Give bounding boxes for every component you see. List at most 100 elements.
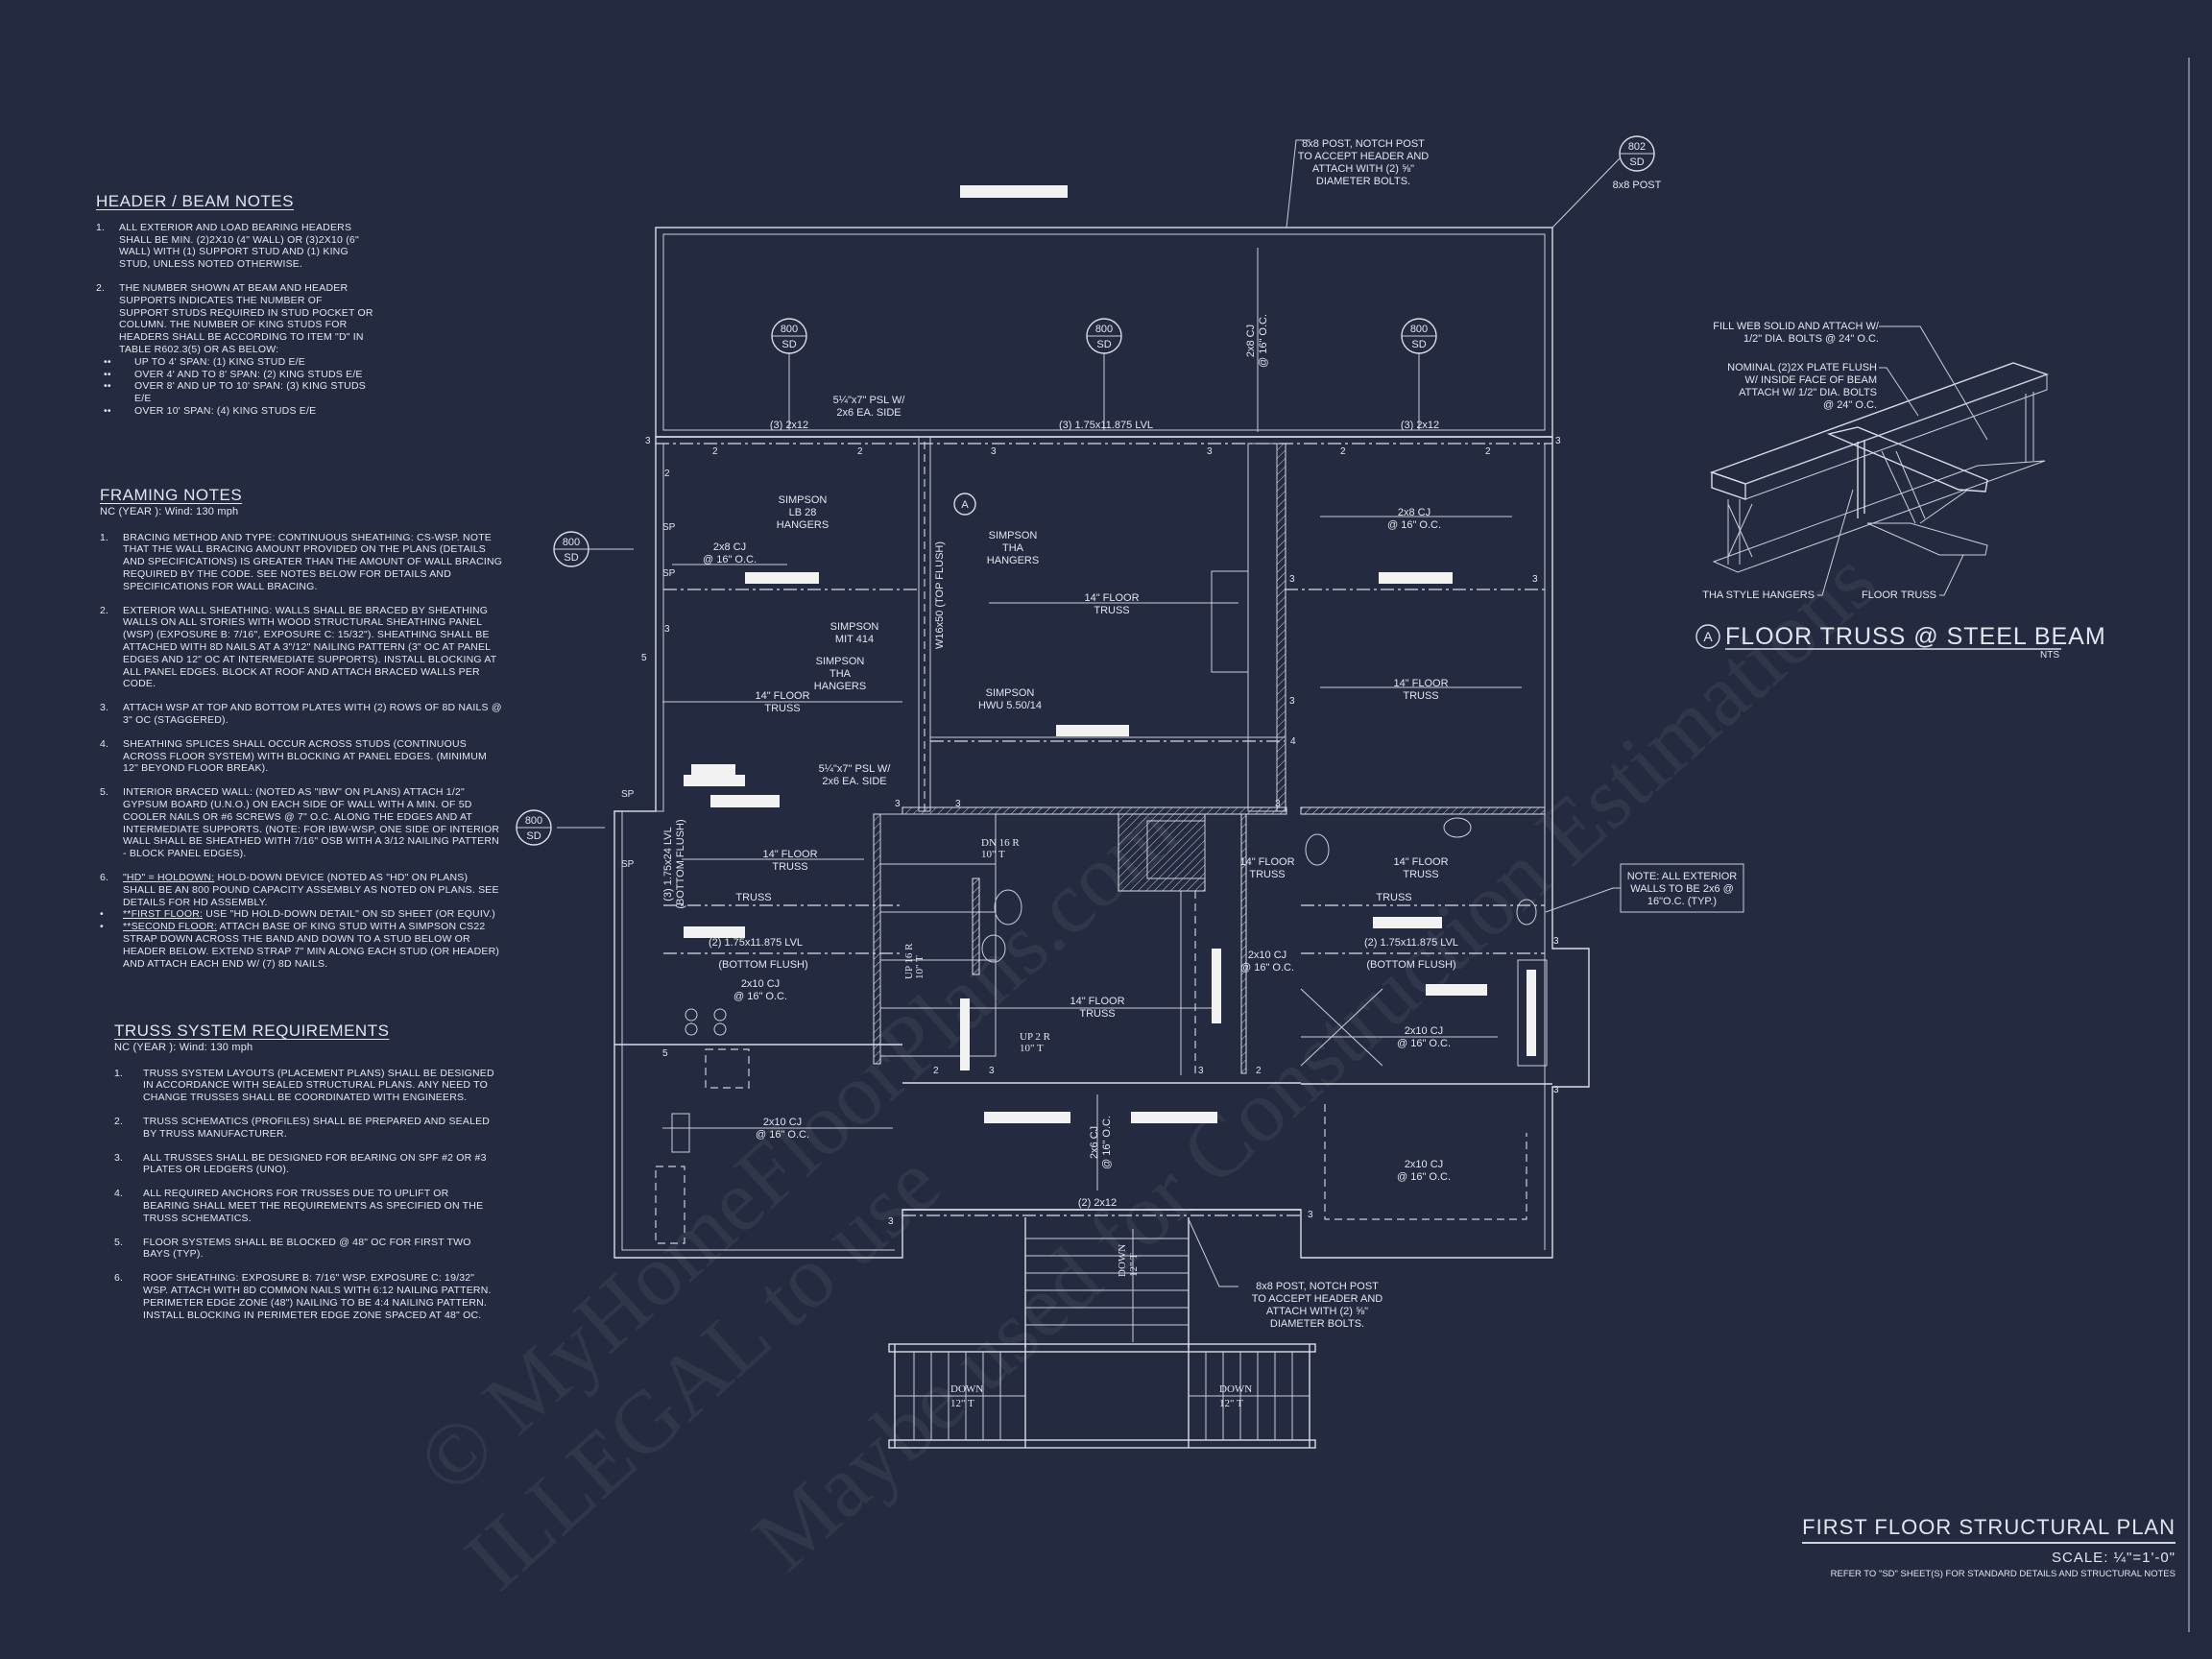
svg-text:@ 16" O.C.: @ 16" O.C. [1397, 1171, 1451, 1183]
svg-text:3: 3 [1553, 936, 1559, 947]
svg-text:2x6 EA. SIDE: 2x6 EA. SIDE [822, 776, 886, 787]
svg-text:DIAMETER BOLTS.: DIAMETER BOLTS. [1270, 1318, 1364, 1330]
note-text: ROOF SHEATHING: EXPOSURE B: 7/16" WSP. E… [143, 1272, 492, 1321]
svg-text:2x6 CJ: 2x6 CJ [1089, 1126, 1100, 1159]
svg-text:800: 800 [563, 537, 580, 548]
svg-text:TRUSS: TRUSS [1094, 605, 1129, 616]
svg-text:SD: SD [781, 339, 796, 350]
svg-text:TRUSS: TRUSS [772, 861, 807, 873]
svg-text:14" FLOOR: 14" FLOOR [1393, 856, 1448, 868]
svg-text:3: 3 [1275, 799, 1281, 809]
svg-text:@ 16" O.C.: @ 16" O.C. [1101, 1116, 1113, 1169]
svg-text:3: 3 [1532, 574, 1538, 585]
svg-text:3: 3 [1308, 1210, 1313, 1220]
truss-requirements-subtitle: NC (YEAR ): Wind: 130 mph [114, 1041, 253, 1053]
svg-text:2: 2 [1256, 1066, 1262, 1076]
svg-text:TRUSS: TRUSS [1376, 892, 1411, 903]
svg-text:FILL WEB SOLID AND ATTACH W/: FILL WEB SOLID AND ATTACH W/ [1713, 321, 1880, 332]
svg-text:@ 16" O.C.: @ 16" O.C. [756, 1129, 809, 1141]
svg-text:12" T: 12" T [1219, 1398, 1243, 1409]
svg-text:@ 16" O.C.: @ 16" O.C. [703, 554, 757, 565]
svg-text:3: 3 [1553, 1085, 1559, 1095]
note-bullet: OVER 10' SPAN: (4) KING STUDS E/E [134, 404, 317, 417]
svg-text:2x8 CJ: 2x8 CJ [1245, 325, 1257, 357]
svg-text:WALLS TO BE 2x6 @: WALLS TO BE 2x6 @ [1630, 883, 1734, 895]
top-post-note: 8x8 POST, NOTCH POST TO ACCEPT HEADER AN… [1286, 138, 1429, 228]
svg-text:W16x50 (TOP FLUSH): W16x50 (TOP FLUSH) [934, 541, 946, 649]
svg-text:5¼"x7" PSL W/: 5¼"x7" PSL W/ [833, 395, 906, 406]
svg-text:2x10 CJ: 2x10 CJ [1248, 950, 1286, 961]
detail-a-tag-circle [1695, 624, 1720, 649]
svg-text:5: 5 [662, 1048, 668, 1059]
svg-text:HWU 5.50/14: HWU 5.50/14 [978, 700, 1042, 711]
svg-text:10" T: 10" T [1020, 1043, 1044, 1054]
svg-text:14" FLOOR: 14" FLOOR [755, 690, 809, 702]
svg-text:802: 802 [1628, 141, 1646, 153]
svg-text:MIT 414: MIT 414 [835, 634, 874, 645]
svg-text:HANGERS: HANGERS [987, 555, 1039, 566]
svg-text:3: 3 [1555, 436, 1561, 446]
svg-text:DN 16 R: DN 16 R [981, 837, 1020, 849]
svg-text:A: A [1703, 629, 1713, 644]
svg-text:(3) 2x12: (3) 2x12 [1401, 420, 1439, 431]
svg-text:© MyHomeFloorPlans.com: © MyHomeFloorPlans.com [398, 781, 1195, 1512]
svg-text:UP 16 R: UP 16 R [903, 943, 915, 979]
note-text: EXTERIOR WALL SHEATHING: WALLS SHALL BE … [123, 604, 497, 690]
note-text: INTERIOR BRACED WALL: (NOTED AS "IBW" ON… [123, 786, 500, 860]
svg-text:(BOTTOM FLUSH): (BOTTOM FLUSH) [675, 819, 686, 908]
section-a-marker[interactable]: A [953, 493, 976, 516]
svg-text:TRUSS: TRUSS [1249, 869, 1285, 880]
svg-text:@ 16" O.C.: @ 16" O.C. [1258, 314, 1269, 368]
svg-text:SIMPSON: SIMPSON [830, 621, 879, 633]
svg-text:8x8 POST, NOTCH POST: 8x8 POST, NOTCH POST [1256, 1281, 1379, 1292]
svg-text:W/ INSIDE FACE OF BEAM: W/ INSIDE FACE OF BEAM [1744, 374, 1877, 386]
svg-text:3: 3 [888, 1216, 894, 1227]
svg-text:2x10 CJ: 2x10 CJ [763, 1117, 802, 1128]
svg-text:2x10 CJ: 2x10 CJ [1405, 1159, 1443, 1170]
svg-text:TRUSS: TRUSS [764, 703, 800, 714]
svg-text:4: 4 [1290, 736, 1296, 747]
sheet-title: FIRST FLOOR STRUCTURAL PLAN [1802, 1515, 2176, 1544]
svg-text:8x8 POST, NOTCH POST: 8x8 POST, NOTCH POST [1302, 138, 1425, 150]
note-bullet: OVER 8' AND UP TO 10' SPAN: (3) KING STU… [134, 380, 366, 405]
svg-text:10" T: 10" T [914, 955, 926, 979]
svg-text:SD: SD [526, 830, 541, 842]
note-text: SHEATHING SPLICES SHALL OCCUR ACROSS STU… [123, 737, 487, 775]
svg-text:UP 2 R: UP 2 R [1020, 1031, 1051, 1043]
svg-text:2: 2 [1485, 446, 1491, 457]
note-text: ATTACH WSP AT TOP AND BOTTOM PLATES WITH… [123, 702, 502, 726]
redacted-labels [684, 185, 1536, 1123]
svg-text:NOMINAL (2)2X PLATE FLUSH: NOMINAL (2)2X PLATE FLUSH [1727, 362, 1877, 373]
svg-text:@ 16" O.C.: @ 16" O.C. [733, 991, 787, 1002]
svg-text:ATTACH WITH (2) ⅝": ATTACH WITH (2) ⅝" [1312, 163, 1414, 175]
truss-requirements-title: TRUSS SYSTEM REQUIREMENTS [114, 1022, 390, 1040]
svg-text:LB 28: LB 28 [789, 507, 817, 518]
svg-text:3: 3 [664, 624, 670, 635]
svg-text:@ 16" O.C.: @ 16" O.C. [1387, 519, 1441, 531]
svg-text:16"O.C. (TYP.): 16"O.C. (TYP.) [1647, 896, 1717, 907]
svg-text:@ 24" O.C.: @ 24" O.C. [1823, 399, 1877, 411]
svg-text:FLOOR TRUSS: FLOOR TRUSS [1862, 589, 1936, 601]
svg-text:DOWN: DOWN [950, 1383, 983, 1395]
svg-text:14" FLOOR: 14" FLOOR [1070, 996, 1124, 1007]
svg-text:SP: SP [621, 859, 635, 870]
svg-text:14" FLOOR: 14" FLOOR [1084, 592, 1139, 604]
header-beam-notes: HEADER / BEAM NOTES 1.ALL EXTERIOR AND L… [96, 192, 373, 417]
exterior-walls [613, 437, 1590, 1259]
sheet-title-block: FIRST FLOOR STRUCTURAL PLAN SCALE: ¼"=1'… [1802, 1515, 2176, 1579]
svg-text:TO ACCEPT HEADER AND: TO ACCEPT HEADER AND [1252, 1293, 1383, 1305]
note-text: TRUSS SYSTEM LAYOUTS (PLACEMENT PLANS) S… [143, 1067, 494, 1104]
svg-text:800: 800 [1095, 324, 1113, 335]
framing-notes-title: FRAMING NOTES [100, 486, 243, 504]
svg-text:SD: SD [1411, 339, 1426, 350]
note-text: ALL TRUSSES SHALL BE DESIGNED FOR BEARIN… [143, 1151, 487, 1176]
